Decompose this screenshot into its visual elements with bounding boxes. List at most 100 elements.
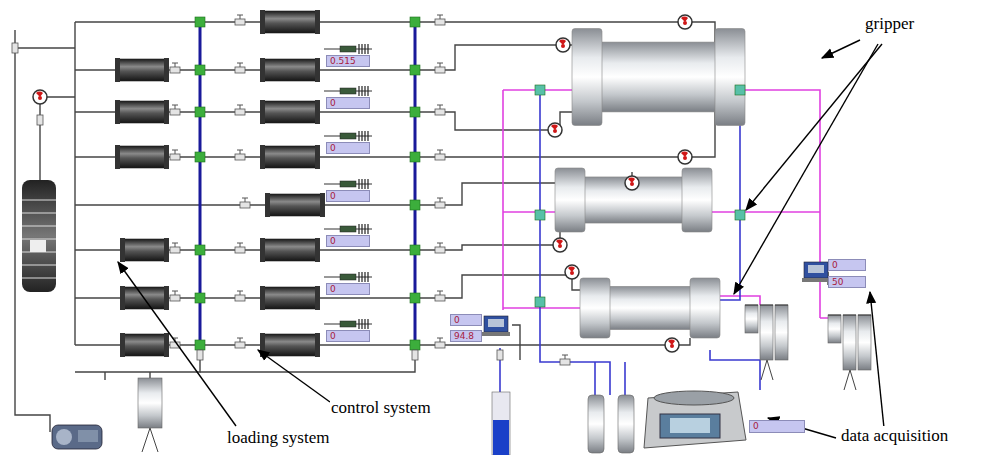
annotation-label: gripper xyxy=(864,14,915,33)
valve xyxy=(435,338,445,348)
pump-reservoir xyxy=(588,395,604,453)
valve xyxy=(435,291,445,301)
syringe-pump-icon xyxy=(324,179,372,189)
value-display: 50 xyxy=(828,276,866,288)
pipe xyxy=(75,21,440,22)
junction xyxy=(195,152,205,162)
display-value: 0.515 xyxy=(330,56,356,66)
core-holder xyxy=(572,29,745,126)
valve xyxy=(235,338,245,348)
liquid-container xyxy=(492,392,510,455)
display-value: 0 xyxy=(330,331,336,341)
pipe xyxy=(712,211,820,213)
pressure-gauge xyxy=(33,90,47,104)
valve xyxy=(170,150,180,160)
pressure-gauge xyxy=(665,338,679,352)
leader-arrow xyxy=(118,262,236,426)
pipe xyxy=(15,47,75,48)
junction xyxy=(195,65,205,75)
display-value: 0 xyxy=(330,191,336,201)
pipe xyxy=(104,372,105,380)
pipe xyxy=(624,362,626,395)
valve xyxy=(170,105,180,115)
junction xyxy=(410,17,420,27)
value-display: 0 xyxy=(326,283,370,295)
pump-cylinder xyxy=(115,100,169,124)
junction xyxy=(195,107,205,117)
valve xyxy=(412,350,418,360)
junction xyxy=(195,17,205,27)
pipe xyxy=(75,204,440,205)
leader-arrow xyxy=(822,40,860,58)
valve xyxy=(235,63,245,73)
pump-reservoir xyxy=(618,395,634,453)
sensor-device xyxy=(482,316,510,336)
pressure-gauge xyxy=(625,176,639,190)
collector-tubes xyxy=(828,315,871,390)
junction xyxy=(410,340,420,350)
junction xyxy=(535,210,545,220)
pipe xyxy=(503,307,580,309)
valve xyxy=(435,105,445,115)
display-value: 50 xyxy=(832,277,843,287)
annotation-label: loading system xyxy=(226,428,330,447)
balance xyxy=(644,391,746,448)
valve xyxy=(560,355,570,365)
display-value: 0 xyxy=(330,143,336,153)
gas-cylinder xyxy=(22,180,56,292)
value-display: 94.8 xyxy=(450,330,482,342)
junction xyxy=(195,245,205,255)
vacuum-pump xyxy=(52,425,102,449)
pump-cylinder xyxy=(115,58,169,82)
display-value: 0 xyxy=(330,284,336,294)
value-display: 0 xyxy=(326,235,370,247)
valve xyxy=(497,350,503,360)
junction xyxy=(735,85,745,95)
pump-cylinder xyxy=(260,10,320,34)
value-display: 0 xyxy=(828,259,866,271)
valve xyxy=(170,243,180,253)
valve xyxy=(37,115,43,125)
pressure-gauge xyxy=(548,123,562,137)
junction xyxy=(410,152,420,162)
pump-cylinder xyxy=(115,145,169,169)
pump-cylinder xyxy=(260,333,320,357)
value-display: 0 xyxy=(749,420,805,433)
pipe xyxy=(594,362,596,395)
pressure-gauge xyxy=(565,265,579,279)
annotation-label: control system xyxy=(330,398,432,417)
annotation-label: data acquisition xyxy=(840,426,949,445)
syringe-pump-icon xyxy=(324,44,372,54)
valve xyxy=(235,15,245,25)
display-value: 0 xyxy=(753,421,759,431)
valve xyxy=(235,150,245,160)
valve xyxy=(235,105,245,115)
pump-cylinder xyxy=(260,58,320,82)
syringe-pump-icon xyxy=(324,86,372,96)
pipe xyxy=(540,90,610,395)
display-value: 0 xyxy=(330,236,336,246)
valve xyxy=(435,15,445,25)
sensor-device xyxy=(802,262,830,282)
valve xyxy=(240,198,250,208)
leader-arrow xyxy=(734,44,878,294)
value-display: 0 xyxy=(326,190,370,202)
display-value: 94.8 xyxy=(454,331,474,341)
value-display: 0 xyxy=(326,97,370,109)
pipe xyxy=(502,90,504,310)
junction xyxy=(195,293,205,303)
junction xyxy=(410,200,420,210)
junction xyxy=(410,65,420,75)
pipe xyxy=(149,372,150,378)
pump-cylinder xyxy=(260,238,320,262)
pipe xyxy=(512,325,520,360)
syringe-pump-icon xyxy=(324,131,372,141)
valve xyxy=(235,243,245,253)
collector-tubes xyxy=(745,305,788,380)
pipe xyxy=(40,97,75,180)
value-display: 0 xyxy=(450,314,482,326)
valve xyxy=(235,291,245,301)
pump-cylinder xyxy=(260,286,320,310)
pump-cylinder xyxy=(120,238,169,262)
